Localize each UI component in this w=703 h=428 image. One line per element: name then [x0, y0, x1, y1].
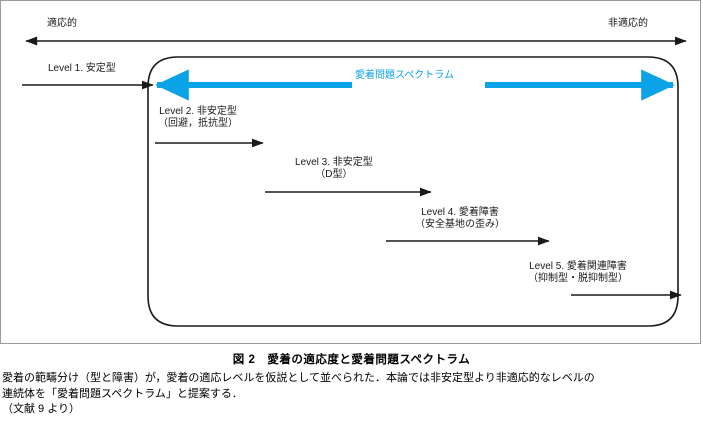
axis-label-maladaptive: 非適応的 — [608, 18, 648, 29]
level-5-line-1: Level 5. 愛着関連障害 — [529, 261, 627, 272]
axis-label-adaptive: 適応的 — [47, 18, 77, 29]
level-5-line-2: （抑制型・脱抑制型） — [528, 273, 628, 284]
level-3-line-1: Level 3. 非安定型 — [295, 157, 373, 168]
caption-line-2: 連続体を「愛着問題スペクトラム」と提案する． — [2, 387, 243, 400]
diagram-svg — [22, 36, 687, 327]
caption-line-1: 愛着の範疇分け（型と障害）が，愛着の適応レベルを仮説として並べられた．本論では非… — [2, 372, 595, 384]
level-2-label: Level 2. 非安定型 （回避，抵抗型） — [158, 106, 238, 130]
level-1-line-1: Level 1. 安定型 — [48, 63, 116, 74]
level-4-line-1: Level 4. 愛着障害 — [421, 207, 499, 218]
level-1-label: Level 1. 安定型 — [48, 63, 116, 75]
level-3-label: Level 3. 非安定型 （D型） — [295, 157, 373, 181]
caption-title: 図 2 愛着の適応度と愛着問題スペクトラム — [232, 354, 471, 366]
caption-body: 愛着の範疇分け（型と障害）が，愛着の適応レベルを仮説として並べられた．本論では非… — [0, 371, 703, 418]
level-4-label: Level 4. 愛着障害 （安全基地の歪み） — [415, 207, 505, 231]
level-3-line-2: （D型） — [315, 169, 353, 180]
level-5-label: Level 5. 愛着関連障害 （抑制型・脱抑制型） — [528, 261, 628, 285]
spectrum-label: 愛着問題スペクトラム — [355, 70, 454, 81]
caption-line-3: （文献 9 より） — [2, 403, 81, 415]
level-2-line-1: Level 2. 非安定型 — [159, 106, 237, 117]
level-4-line-2: （安全基地の歪み） — [415, 219, 505, 230]
figure-caption: 図 2 愛着の適応度と愛着問題スペクトラム 愛着の範疇分け（型と障害）が，愛着の… — [0, 346, 703, 418]
level-2-line-2: （回避，抵抗型） — [158, 118, 238, 129]
